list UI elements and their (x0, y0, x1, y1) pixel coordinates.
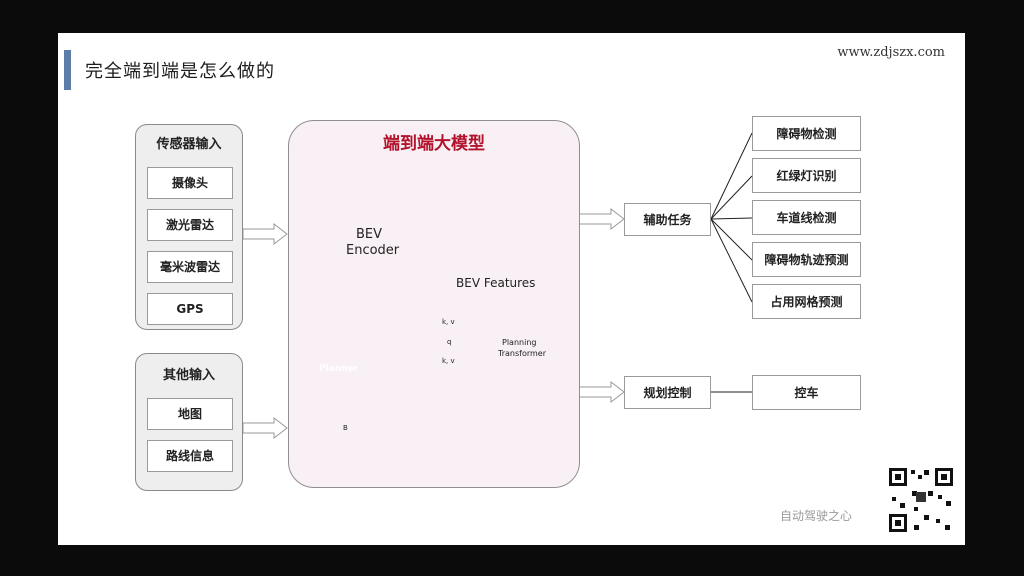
b-node-label: B (343, 424, 348, 432)
aux-task-box: 辅助任务 (624, 203, 711, 236)
sensor-item-radar: 毫米波雷达 (147, 251, 233, 283)
aux-item-lane-detection: 车道线检测 (752, 200, 861, 235)
site-url: www.zdjszx.com (837, 45, 945, 60)
slide: 完全端到端是怎么做的 www.zdjszx.com (58, 33, 965, 545)
other-item-route: 路线信息 (147, 440, 233, 472)
sensor-item-gps: GPS (147, 293, 233, 325)
other-group-title: 其他输入 (162, 368, 215, 383)
planning-control-box: 规划控制 (624, 376, 711, 409)
arrow-label-q: q (447, 338, 452, 346)
other-item-map: 地图 (147, 398, 233, 430)
aux-fan-lines (710, 132, 753, 393)
sensor-input-group: 传感器输入 摄像头 激光雷达 毫米波雷达 GPS (135, 124, 243, 330)
aux-item-obstacle-detection: 障碍物检测 (752, 116, 861, 151)
bev-features-label: BEV Features (456, 276, 536, 290)
model-title: 端到端大模型 (383, 134, 485, 154)
watermark-text: 自动驾驶之心 (780, 509, 853, 523)
sensor-group-title: 传感器输入 (156, 137, 222, 152)
aux-item-occupancy-grid: 占用网格预测 (752, 284, 861, 319)
vehicle-control-box: 控车 (752, 375, 861, 410)
planner-label: Planner (319, 364, 359, 374)
sensor-item-lidar: 激光雷达 (147, 209, 233, 241)
arrow-label-kv-1: k, v (442, 318, 455, 326)
hollow-arrow-sensors (242, 222, 288, 246)
encoder-label-line2: Encoder (346, 243, 400, 258)
sensor-item-camera: 摄像头 (147, 167, 233, 199)
slide-title: 完全端到端是怎么做的 (85, 61, 275, 82)
qr-code (886, 465, 956, 535)
end-to-end-model: 端到端大模型 (288, 120, 580, 488)
hollow-arrow-aux (578, 207, 625, 231)
title-accent-bar (64, 50, 71, 90)
arrow-label-kv-2: k, v (442, 357, 455, 365)
encoder-label-line1: BEV (356, 227, 383, 242)
other-input-group: 其他输入 地图 路线信息 (135, 353, 243, 491)
transformer-label-line2: Transformer (498, 349, 547, 358)
aux-item-traffic-light: 红绿灯识别 (752, 158, 861, 193)
transformer-label-line1: Planning (502, 338, 537, 347)
hollow-arrow-plan (578, 380, 625, 404)
hollow-arrow-other (242, 416, 288, 440)
aux-item-trajectory-prediction: 障碍物轨迹预测 (752, 242, 861, 277)
